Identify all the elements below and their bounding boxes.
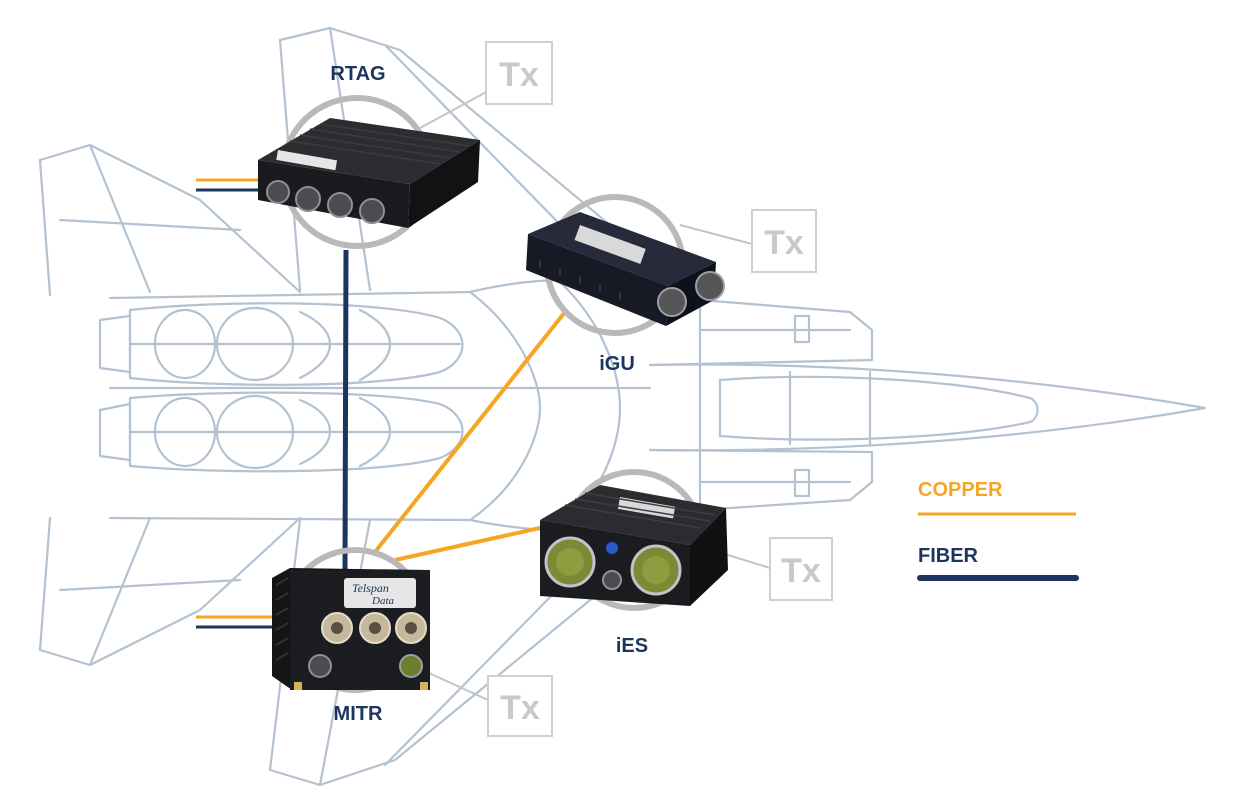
ies-label: iES: [616, 635, 648, 657]
rtag-tx-badge: Tx: [485, 41, 553, 105]
mitr-label: MITR: [334, 703, 383, 725]
ies-tx-badge: Tx: [769, 537, 833, 601]
igu-unit: iGU Tx: [526, 194, 817, 375]
mitr-brand-line2: Data: [371, 595, 395, 607]
aircraft-outline-icon: [38, 26, 1207, 787]
svg-text:Tx: Tx: [500, 689, 540, 727]
rtag-device-icon: [258, 118, 480, 228]
connections: [196, 178, 586, 629]
igu-label: iGU: [599, 353, 635, 375]
mitr-unit: Telspan Data MITR Tx: [272, 547, 553, 737]
svg-text:Tx: Tx: [781, 552, 821, 590]
svg-text:Tx: Tx: [499, 56, 539, 94]
igu-tx-badge: Tx: [751, 209, 817, 273]
rtag-label: RTAG: [330, 63, 385, 85]
ies-device-icon: [540, 485, 728, 606]
legend: COPPER FIBER: [917, 479, 1079, 581]
rtag-unit: RTAG Tx: [258, 41, 553, 249]
legend-fiber-label: FIBER: [918, 545, 979, 567]
legend-copper-label: COPPER: [918, 479, 1003, 501]
mitr-tx-badge: Tx: [487, 675, 553, 737]
rtag-tx-leader: [419, 89, 491, 129]
mitr-device-icon: Telspan Data: [272, 568, 430, 690]
igu-device-icon: [526, 212, 725, 326]
copper-link-igu-mitr: [373, 310, 567, 554]
svg-text:Tx: Tx: [764, 224, 804, 262]
fiber-link-rtag-mitr: [342, 249, 349, 573]
mitr-brand-line1: Telspan: [352, 581, 389, 595]
ies-unit: iES Tx: [540, 469, 833, 657]
igu-tx-leader: [679, 224, 753, 245]
